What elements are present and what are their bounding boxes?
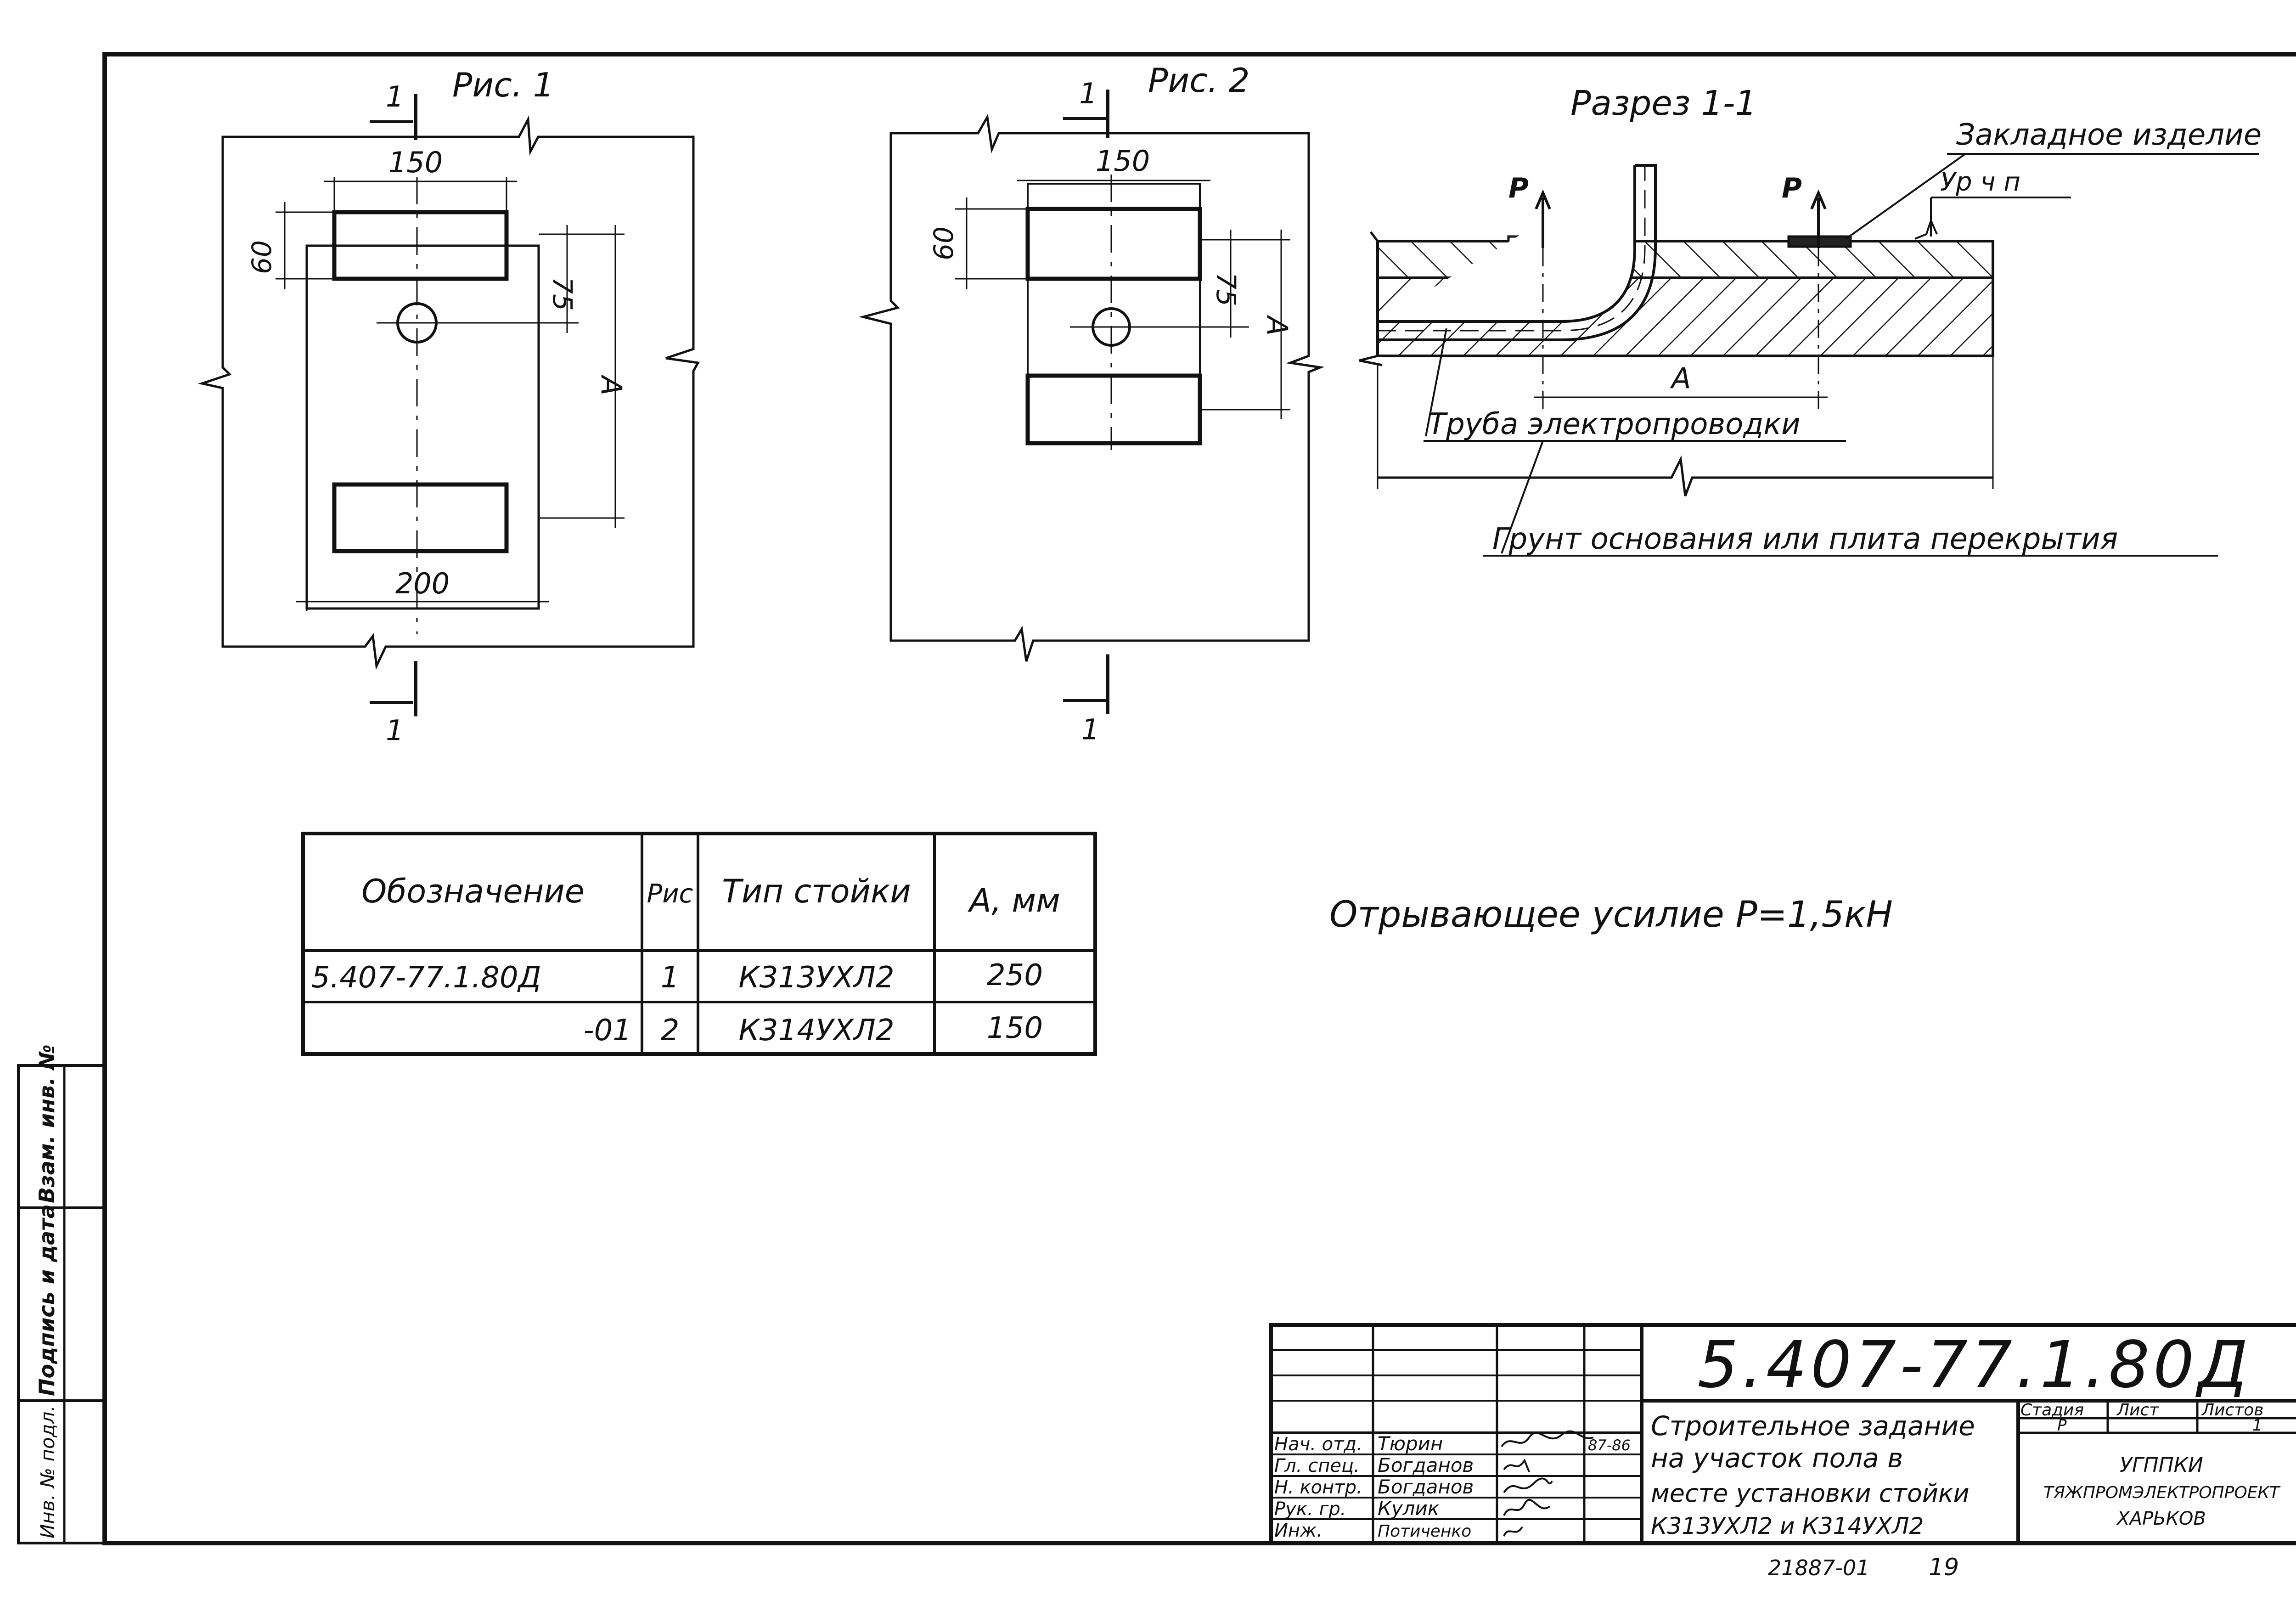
fig1-base-plate [305,244,540,610]
archive-number: 21887-01 [1768,1555,1869,1580]
figure-2: Рис. 2 150 60 75 А 1 1 [859,61,1325,746]
spec-row1-type: К313УХЛ2 [738,961,894,995]
fig1-cut-top: 1 [386,80,404,113]
pipe-label: Труба электропроводки [1428,407,1801,441]
fig2-outline [859,113,1325,662]
tb-sheets-value: 1 [2252,1416,2262,1435]
tb-role-3: Рук. гр. [1274,1499,1346,1520]
force-label-right: Р [1782,172,1802,204]
fig1-outline [197,115,700,670]
tb-role-1: Гл. спец. [1274,1455,1360,1476]
fig2-title: Рис. 2 [1148,61,1249,100]
spec-row1-designation: 5.407-77.1.80Д [311,961,541,995]
fig2-cut-top: 1 [1079,77,1097,110]
tb-name-2: Богданов [1378,1476,1474,1498]
fig2-dim-75: 75 [1210,272,1242,306]
fig1-cut-bottom: 1 [386,714,404,747]
page-number: 19 [1929,1554,1959,1581]
fig1-dim-200: 200 [395,567,450,600]
title-block: Нач. отд. Гл. спец. Н. контр. Рук. гр. И… [1269,1323,2296,1545]
figure-1: Рис. 1 150 60 75 А 200 [197,66,700,747]
fig2-cut-bottom: 1 [1081,713,1099,746]
spec-header-fig: Рис [647,879,693,909]
tb-desc-3: К313УХЛ2 и К314УХЛ2 [1651,1513,1924,1539]
spec-row2-designation: -01 [583,1014,631,1048]
section-title: Разрез 1-1 [1570,84,1757,123]
side-stamp: Взам. инв. № Подпись и дата Инв. № подл. [17,1044,106,1544]
side-stamp-signature: Подпись и дата [34,1204,59,1396]
spec-row2-a: 150 [987,1011,1043,1045]
fig2-lower-tab [1025,373,1202,445]
spec-row2-type: К314УХЛ2 [738,1014,894,1048]
fig1-dim-150: 150 [388,146,443,179]
spec-header-a: А, мм [968,882,1060,919]
tb-name-0: Тюрин [1378,1432,1443,1455]
fig1-title: Рис. 1 [452,66,554,104]
fig1-lower-tab [332,482,509,553]
signatures [1501,1430,1594,1537]
spec-header-type: Тип стойки [722,873,911,910]
tb-desc-2: месте установки стойки [1651,1479,1970,1508]
fig1-dim-60: 60 [246,240,277,274]
tb-org-1: УГППКИ [2120,1454,2203,1477]
tb-desc-1: на участок пола в [1651,1442,1903,1474]
fig2-dim-60: 60 [928,226,959,260]
tb-stage-value: Р [2057,1416,2067,1435]
fig2-upper-tab [1025,207,1202,281]
tb-org-3: ХАРЬКОВ [2116,1508,2206,1529]
floor-level-label: Ур ч п [1940,167,2020,197]
tb-name-4: Потиченко [1378,1522,1471,1541]
spec-row1-fig: 1 [661,961,680,995]
tb-role-0: Нач. отд. [1274,1434,1362,1455]
tb-document-code: 5.407-77.1.80Д [1697,1328,2251,1403]
force-note: Отрывающее усилие Р=1,5кН [1329,894,1893,935]
sheet-frame [102,52,2296,1545]
tb-role-2: Н. контр. [1274,1477,1362,1498]
embedded-part-label: Закладное изделие [1956,118,2262,152]
tb-date: 87-86 [1588,1437,1631,1454]
spec-row2-fig: 2 [661,1014,680,1048]
force-label-left: Р [1508,172,1529,204]
section-1-1: Разрез 1-1 Р Р А Закладное изделие [1359,84,2262,557]
spec-row1-a: 250 [987,958,1043,992]
spec-header-designation: Обозначение [361,873,585,910]
tb-sheets-header: Листов [2201,1401,2263,1420]
section-dim-a: А [1670,361,1691,395]
tb-role-4: Инж. [1274,1520,1322,1541]
fig2-dim-a: А [1261,315,1294,336]
fig1-dim-a: А [595,374,628,395]
side-stamp-replacement: Взам. инв. № [34,1044,59,1203]
electrical-conduit [1378,165,1636,323]
spec-table: Обозначение Рис Тип стойки А, мм 5.407-7… [301,832,1097,1056]
tb-stage-header: Стадия [2020,1401,2084,1420]
fig2-base-plate [1027,183,1201,444]
side-stamp-inventory: Инв. № подл. [36,1405,59,1538]
ground-label: Грунт основания или плита перекрытия [1492,522,2118,556]
fig1-upper-tab [332,210,509,281]
tb-org-2: ТЯЖПРОМЭЛЕКТРОПРОЕКТ [2043,1483,2281,1502]
tb-sheet-header: Лист [2116,1401,2159,1420]
tb-name-1: Богданов [1378,1454,1474,1476]
tb-name-3: Кулик [1378,1497,1440,1520]
tb-desc-0: Строительное задание [1651,1410,1975,1442]
fig2-dim-150: 150 [1096,144,1150,178]
fig1-dim-75: 75 [547,277,578,311]
